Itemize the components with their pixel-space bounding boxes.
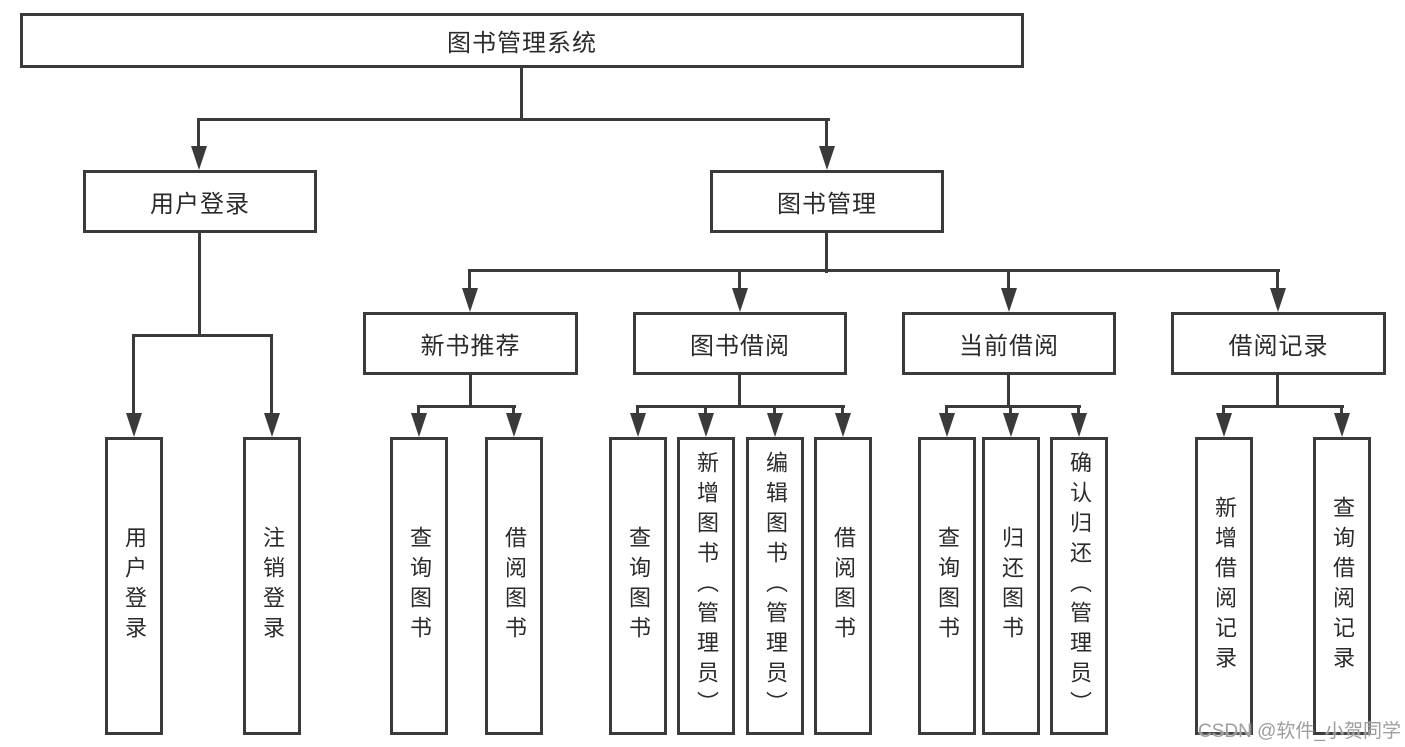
node-user-login: 用户登录 <box>83 170 317 233</box>
arrow-to-leaf-borrow-borrowing <box>835 413 851 437</box>
arrow-to-book-borrowing <box>732 288 748 312</box>
connector-mgmt-drop-3 <box>1007 269 1010 293</box>
connector-newbook-bar <box>418 405 516 408</box>
leaf-query-borrow-record: 查询借阅记录 <box>1313 437 1371 735</box>
leaf-query-books-borrowing: 查询图书 <box>609 437 667 735</box>
leaf-add-borrow-record: 新增借阅记录 <box>1195 437 1253 735</box>
connector-current-drop-3 <box>1077 405 1080 417</box>
connector-records-bar <box>1223 405 1344 408</box>
node-book-management: 图书管理 <box>710 170 944 233</box>
leaf-query-books-current-label: 查询图书 <box>935 526 960 646</box>
arrow-to-user-login <box>191 146 207 170</box>
leaf-query-books-newbook-label: 查询图书 <box>407 526 432 646</box>
connector-login-stub <box>198 230 201 336</box>
leaf-return-book-label: 归还图书 <box>999 526 1024 646</box>
leaf-add-book-admin: 新增图书（管理员） <box>677 437 735 735</box>
arrow-to-leaf-return-book <box>1003 413 1019 437</box>
watermark-text: CSDN @软件_小贺同学 <box>1198 721 1401 742</box>
connector-borrow-stub <box>738 373 741 407</box>
arrow-to-leaf-add-record <box>1216 413 1232 437</box>
connector-borrow-drop-2 <box>704 405 707 417</box>
node-new-book-recommend-label: 新书推荐 <box>420 333 521 360</box>
leaf-edit-book-admin-label: 编辑图书（管理员） <box>763 451 788 721</box>
node-borrowing-records: 借阅记录 <box>1171 312 1386 375</box>
connector-mgmt-stub <box>825 230 828 273</box>
leaf-confirm-return-admin: 确认归还（管理员） <box>1050 437 1108 735</box>
node-new-book-recommend: 新书推荐 <box>363 312 578 375</box>
arrow-to-leaf-query-record <box>1334 413 1350 437</box>
connector-mgmt-drop-2 <box>738 269 741 293</box>
leaf-borrow-books-newbook-label: 借阅图书 <box>502 526 527 646</box>
node-library-system: 图书管理系统 <box>20 13 1024 68</box>
connector-mgmt-drop-4 <box>1276 269 1279 293</box>
leaf-query-books-borrowing-label: 查询图书 <box>626 526 651 646</box>
arrow-to-current-borrowing <box>1001 288 1017 312</box>
node-book-management-label: 图书管理 <box>777 191 877 218</box>
leaf-query-borrow-record-label: 查询借阅记录 <box>1330 496 1355 676</box>
node-user-login-label: 用户登录 <box>150 191 250 218</box>
arrow-to-new-book-recommend <box>462 288 478 312</box>
arrow-to-borrowing-records <box>1270 288 1286 312</box>
leaf-return-book: 归还图书 <box>982 437 1040 735</box>
leaf-edit-book-admin: 编辑图书（管理员） <box>746 437 804 735</box>
arrow-to-leaf-query-newbook <box>411 413 427 437</box>
leaf-user-login-label: 用户登录 <box>122 526 147 646</box>
connector-borrow-drop-1 <box>636 405 639 417</box>
leaf-borrow-books-borrowing-label: 借阅图书 <box>831 526 856 646</box>
connector-borrow-drop-4 <box>841 405 844 417</box>
connector-newbook-drop-2 <box>512 405 515 417</box>
node-current-borrowing: 当前借阅 <box>902 312 1116 375</box>
leaf-add-book-admin-label: 新增图书（管理员） <box>694 451 719 721</box>
connector-root-drop-left <box>197 118 200 150</box>
leaf-borrow-books-newbook: 借阅图书 <box>485 437 543 735</box>
leaf-query-books-newbook: 查询图书 <box>390 437 448 735</box>
connector-records-stub <box>1276 373 1279 407</box>
connector-current-drop-2 <box>1009 405 1012 417</box>
connector-current-bar <box>946 405 1081 408</box>
connector-mgmt-bar <box>469 269 1280 272</box>
connector-newbook-drop-1 <box>417 405 420 417</box>
connector-login-drop-2 <box>270 334 273 417</box>
node-book-borrowing: 图书借阅 <box>633 312 847 375</box>
connector-root-drop-right <box>825 118 828 150</box>
leaf-logout: 注销登录 <box>243 437 301 735</box>
leaf-query-books-current: 查询图书 <box>918 437 976 735</box>
leaf-add-borrow-record-label: 新增借阅记录 <box>1212 496 1237 676</box>
node-book-borrowing-label: 图书借阅 <box>690 333 790 360</box>
arrow-to-book-management <box>819 146 835 170</box>
connector-root-bar <box>198 118 830 121</box>
connector-root-stub <box>520 66 523 120</box>
connector-records-drop-2 <box>1340 405 1343 417</box>
connector-current-drop-1 <box>945 405 948 417</box>
arrow-to-leaf-query-borrowing <box>630 413 646 437</box>
arrow-to-leaf-logout <box>264 413 280 437</box>
leaf-logout-label: 注销登录 <box>260 526 285 646</box>
arrow-to-leaf-borrow-newbook <box>506 413 522 437</box>
arrow-to-leaf-add-book <box>698 413 714 437</box>
node-library-system-label: 图书管理系统 <box>447 30 597 57</box>
connector-records-drop-1 <box>1222 405 1225 417</box>
connector-login-drop-1 <box>132 334 135 417</box>
leaf-confirm-return-admin-label: 确认归还（管理员） <box>1067 451 1092 721</box>
node-borrowing-records-label: 借阅记录 <box>1228 333 1329 360</box>
connector-login-bar <box>132 334 273 337</box>
leaf-user-login: 用户登录 <box>105 437 163 735</box>
connector-newbook-stub <box>469 373 472 407</box>
connector-current-stub <box>1007 373 1010 407</box>
connector-borrow-drop-3 <box>773 405 776 417</box>
arrow-to-leaf-confirm-return <box>1071 413 1087 437</box>
arrow-to-leaf-query-current <box>939 413 955 437</box>
node-current-borrowing-label: 当前借阅 <box>959 333 1059 360</box>
connector-mgmt-drop-1 <box>468 269 471 293</box>
leaf-borrow-books-borrowing: 借阅图书 <box>814 437 872 735</box>
arrow-to-leaf-edit-book <box>767 413 783 437</box>
arrow-to-leaf-user-login <box>126 413 142 437</box>
connector-borrow-bar <box>637 405 845 408</box>
